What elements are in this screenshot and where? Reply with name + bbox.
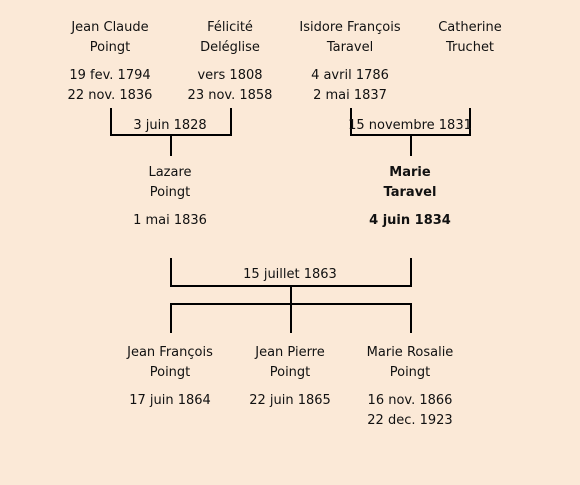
death-date: 2 mai 1837: [313, 88, 387, 103]
person-last-name: Taravel: [383, 185, 437, 200]
birth-date: 22 juin 1865: [249, 393, 331, 408]
person-first-name: Isidore François: [299, 20, 401, 35]
person-last-name: Taravel: [326, 40, 374, 55]
person-last-name: Poingt: [269, 365, 311, 380]
marriage-date-left: 3 juin 1828: [133, 118, 207, 133]
birth-date: 16 nov. 1866: [367, 393, 453, 408]
death-date: 22 dec. 1923: [367, 413, 453, 428]
person-isidore-francois-taravel[interactable]: Isidore François Taravel 4 avril 1786 2 …: [270, 18, 430, 106]
death-date: 22 nov. 1836: [67, 88, 153, 103]
birth-date: 17 juin 1864: [129, 393, 211, 408]
bracket-left-vertical-2: [230, 108, 232, 136]
person-jean-claude-poingt[interactable]: Jean Claude Poingt 19 fev. 1794 22 nov. …: [30, 18, 190, 106]
children-stem: [290, 285, 292, 305]
person-felicite-delelise[interactable]: Félicité Deléglise vers 1808 23 nov. 185…: [150, 18, 310, 106]
child-drop-1: [170, 303, 172, 333]
person-last-name: Poingt: [149, 185, 191, 200]
birth-date: 4 avril 1786: [311, 68, 389, 83]
bracket-left-drop: [170, 134, 172, 156]
marriage-date-center: 15 juillet 1863: [243, 267, 337, 282]
person-first-name: Félicité: [207, 20, 253, 35]
bracket-right-vertical-2: [469, 108, 471, 136]
bracket-right-drop: [410, 134, 412, 156]
person-jean-francois-poingt[interactable]: Jean François Poingt 17 juin 1864: [90, 343, 250, 411]
child-drop-2: [290, 303, 292, 333]
person-marie-taravel[interactable]: Marie Taravel 4 juin 1834: [330, 163, 490, 231]
person-jean-pierre-poingt[interactable]: Jean Pierre Poingt 22 juin 1865: [210, 343, 370, 411]
person-first-name: Lazare: [148, 165, 192, 180]
person-first-name: Jean François: [127, 345, 213, 360]
person-first-name: Marie: [389, 165, 431, 180]
person-catherine-truchet[interactable]: Catherine Truchet: [390, 18, 550, 58]
person-first-name: Catherine: [438, 20, 502, 35]
person-lazare-poingt[interactable]: Lazare Poingt 1 mai 1836: [90, 163, 250, 231]
child-drop-3: [410, 303, 412, 333]
person-first-name: Jean Claude: [71, 20, 149, 35]
person-first-name: Marie Rosalie: [366, 345, 454, 360]
person-last-name: Deléglise: [200, 40, 260, 55]
person-marie-rosalie-poingt[interactable]: Marie Rosalie Poingt 16 nov. 1866 22 dec…: [330, 343, 490, 431]
marriage-date-right: 15 novembre 1831: [348, 118, 472, 133]
birth-date: 4 juin 1834: [369, 213, 451, 228]
person-first-name: Jean Pierre: [255, 345, 325, 360]
person-last-name: Poingt: [149, 365, 191, 380]
birth-date: vers 1808: [197, 68, 263, 83]
bracket-center-vertical-2: [410, 258, 412, 287]
person-last-name: Truchet: [445, 40, 495, 55]
bracket-right-vertical-1: [350, 108, 352, 136]
birth-date: 19 fev. 1794: [69, 68, 151, 83]
person-last-name: Poingt: [89, 40, 131, 55]
death-date: 23 nov. 1858: [187, 88, 273, 103]
bracket-left-vertical-1: [110, 108, 112, 136]
birth-date: 1 mai 1836: [133, 213, 207, 228]
bracket-center-vertical-1: [170, 258, 172, 287]
person-last-name: Poingt: [389, 365, 431, 380]
